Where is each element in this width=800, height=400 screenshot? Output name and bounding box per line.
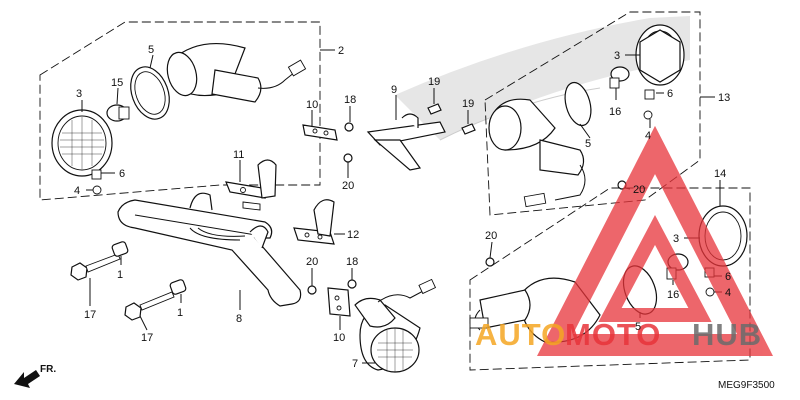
watermark-triangle-outer: [536, 125, 774, 356]
callout-6-rear-upper: 6: [667, 88, 673, 100]
callout-5-rear-upper: 5: [585, 138, 591, 150]
drawing-code: MEG9F3500: [718, 380, 775, 391]
callout-4-rear-lower: 4: [725, 287, 731, 299]
screw-20-right-lower: [485, 257, 495, 267]
callout-5: 5: [148, 44, 154, 56]
group-box-14: [469, 187, 751, 371]
screw-18-lower: [347, 279, 357, 289]
callout-18-upper: 18: [344, 94, 356, 106]
bolt-17-lower: [124, 291, 175, 321]
callout-3: 3: [76, 88, 82, 100]
callout-17-lower: 17: [141, 332, 153, 344]
screw-20-left: [307, 285, 317, 295]
callout-15: 15: [111, 77, 123, 89]
front-right-signal-7: [354, 278, 437, 373]
callout-5-rear-lower: 5: [635, 321, 641, 333]
screw-19-lower: [461, 123, 476, 135]
callout-14: 14: [714, 168, 726, 180]
signal-stay-bracket: [117, 192, 302, 307]
screw-19-upper: [427, 103, 442, 115]
collar-1-upper: [111, 241, 129, 257]
callout-20-right-upper: 20: [633, 184, 645, 196]
callout-17-upper: 17: [84, 309, 96, 321]
callout-19-lower: 19: [462, 98, 474, 110]
group-box-13: [484, 11, 701, 216]
watermark-auto: AUTO: [475, 317, 566, 352]
callout-2: 2: [338, 45, 344, 57]
callout-3-rear-lower: 3: [673, 233, 679, 245]
bolt-17-upper: [70, 253, 121, 281]
watermark-logo: [536, 125, 774, 356]
rear-left-signal-13: [488, 24, 685, 208]
group-box-2: [39, 21, 321, 201]
front-direction-indicator: FR.: [14, 364, 56, 388]
callout-4-rear-upper: 4: [645, 130, 651, 142]
callout-20-left: 20: [306, 256, 318, 268]
front-arrow-icon: [14, 370, 40, 388]
watermark-hub: HUB: [692, 317, 762, 352]
callout-19-upper: 19: [428, 76, 440, 88]
callout-18-lower: 18: [346, 256, 358, 268]
screw-18-upper: [344, 122, 354, 132]
leader-lines: [81, 49, 722, 364]
callout-20-right-lower: 20: [485, 230, 497, 242]
bracket-12: [293, 199, 335, 245]
callout-3-rear-upper: 3: [614, 50, 620, 62]
callout-16-upper: 16: [609, 106, 621, 118]
callout-10-upper: 10: [306, 99, 318, 111]
callout-11: 11: [233, 149, 244, 161]
bracket-10-lower: [327, 287, 351, 317]
callout-13: 13: [718, 92, 730, 104]
callout-7: 7: [352, 358, 358, 370]
callout-8: 8: [236, 313, 242, 325]
callout-4: 4: [74, 185, 80, 197]
bracket-11: [225, 159, 277, 211]
callout-16-lower: 16: [667, 289, 679, 301]
screw-20-center: [343, 153, 353, 163]
callout-12: 12: [347, 229, 359, 241]
bracket-9: [366, 113, 446, 171]
callout-10-lower: 10: [333, 332, 345, 344]
watermark-moto: MOTO: [565, 317, 661, 352]
watermark-text: AUTO MOTO HUB: [475, 317, 762, 352]
front-left-signal-assembly: [51, 42, 307, 195]
watermark-triangle-inner: [598, 215, 712, 322]
callout-labels: 2 3 5 15 6 4 1 1 17 17 8 10 18 20 11 12 …: [74, 44, 731, 370]
callout-20-center: 20: [342, 180, 354, 192]
callout-6: 6: [119, 168, 125, 180]
front-direction-label: FR.: [40, 364, 56, 375]
collar-1-lower: [169, 279, 187, 295]
callout-6-rear-lower: 6: [725, 271, 731, 283]
callout-1-upper: 1: [117, 269, 123, 281]
bracket-10-upper: [302, 124, 338, 141]
callout-9: 9: [391, 84, 397, 96]
callout-1-lower: 1: [177, 307, 183, 319]
